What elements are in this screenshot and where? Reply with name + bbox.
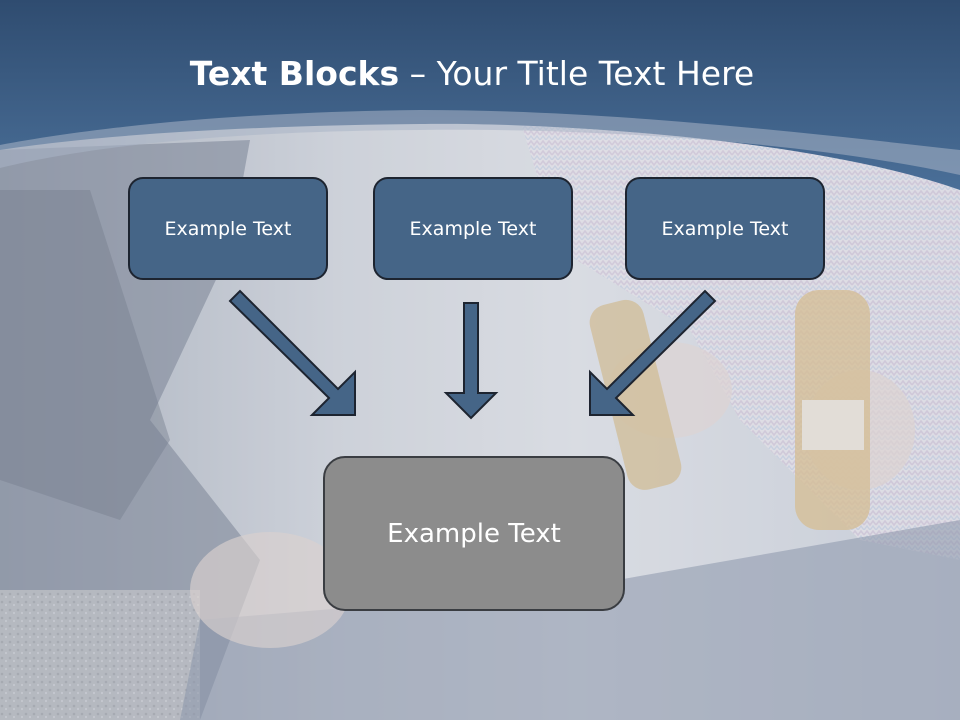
arrow-right-icon [589, 289, 717, 416]
arrow-center-icon [443, 302, 499, 420]
title-bold-part: Text Blocks [189, 54, 400, 93]
text-box-bottom-label: Example Text [387, 518, 561, 549]
slide-title: Text Blocks – Your Title Text Here [0, 54, 944, 93]
text-box-center-label: Example Text [409, 217, 537, 240]
title-rest-part: Your Title Text Here [436, 54, 755, 93]
text-box-left[interactable]: Example Text [128, 177, 328, 280]
text-box-right-label: Example Text [661, 217, 789, 240]
text-box-right[interactable]: Example Text [625, 177, 825, 280]
title-dash: – [409, 54, 427, 93]
text-box-center[interactable]: Example Text [373, 177, 573, 280]
text-box-left-label: Example Text [164, 217, 292, 240]
text-box-bottom[interactable]: Example Text [323, 456, 625, 611]
arrow-left-icon [228, 289, 356, 416]
